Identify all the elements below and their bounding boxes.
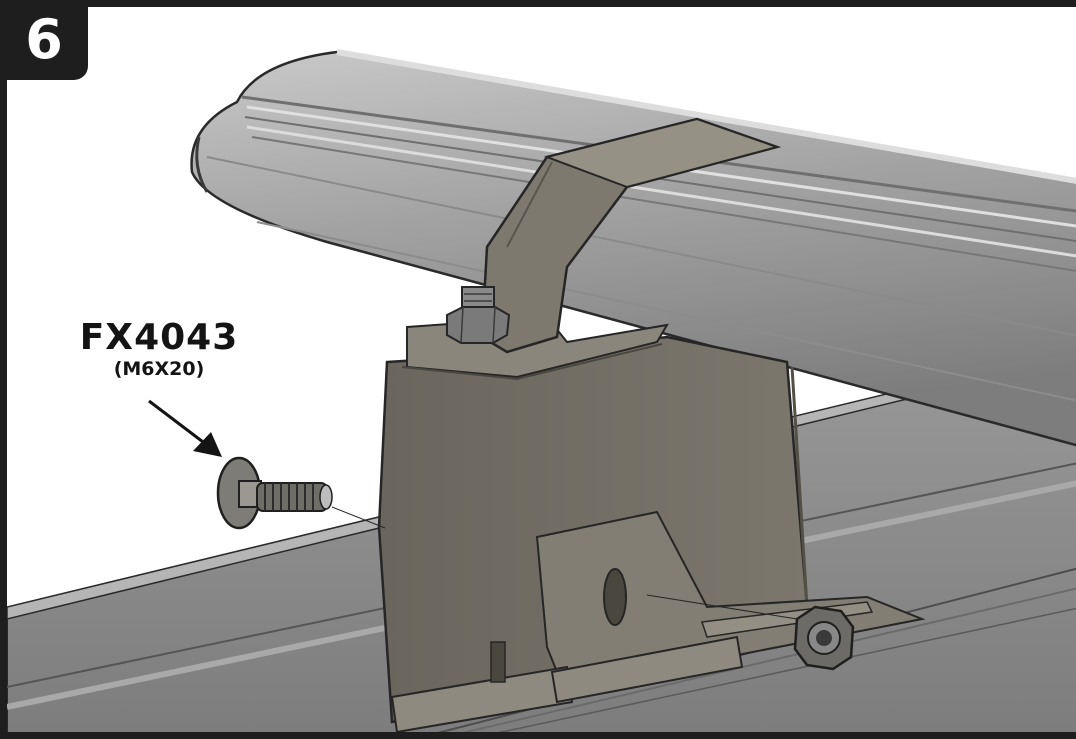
- part-code: FX4043: [79, 317, 239, 358]
- crossbar: [190, 49, 1076, 447]
- hex-nut-icon: [446, 286, 511, 344]
- clamp-strap: [480, 117, 782, 354]
- arrow-icon: [148, 399, 222, 457]
- step-number-badge: 6: [0, 0, 88, 80]
- carriage-bolt-icon: [216, 456, 386, 530]
- part-label: FX4043 (M6X20): [76, 317, 242, 381]
- assembly-illustration: [7, 49, 1076, 732]
- part-size: (M6X20): [113, 358, 205, 380]
- mounting-bracket: [377, 315, 926, 732]
- lock-nut-icon: [793, 605, 855, 671]
